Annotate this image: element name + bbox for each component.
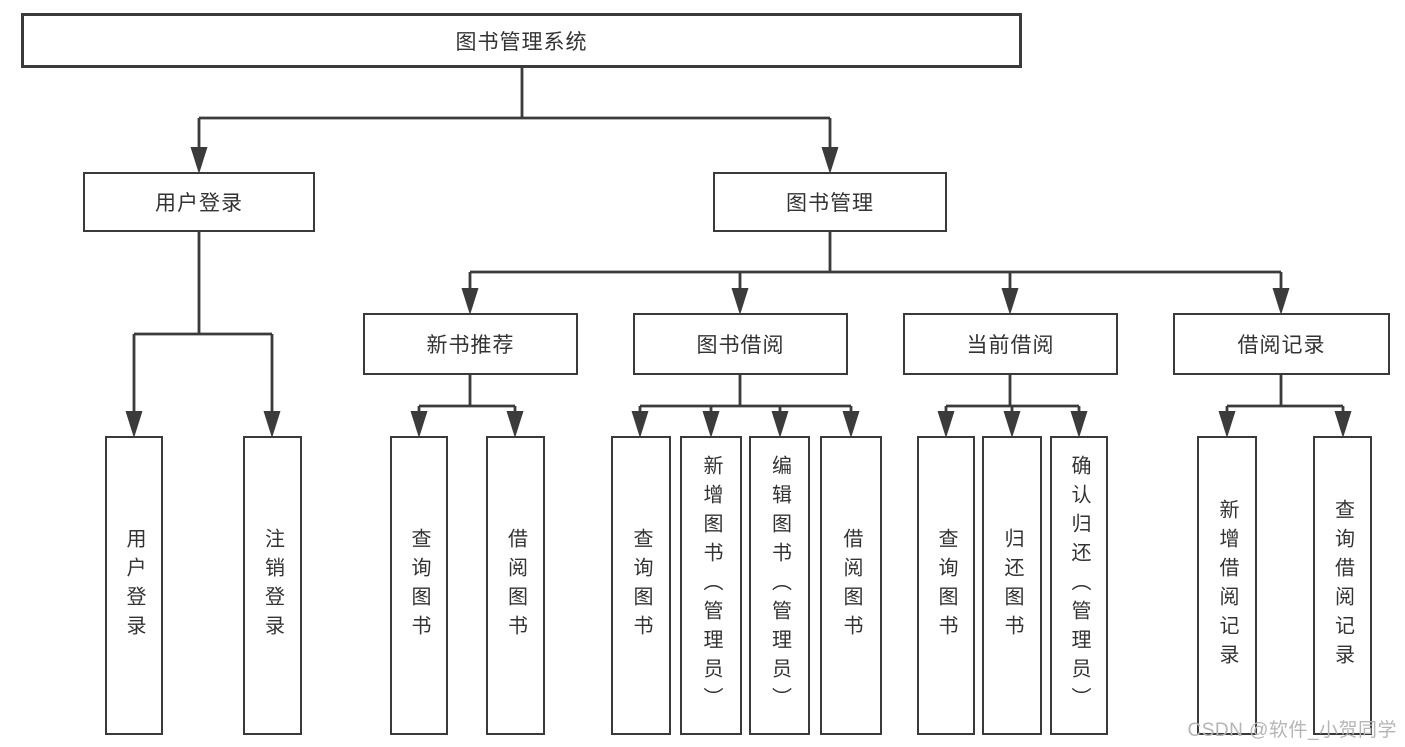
node-label: 新增借阅记录 (1216, 498, 1238, 673)
leaf-cb-confirm-return-admin: 确认归还（管理员） (1050, 436, 1108, 735)
node-label: 查询图书 (935, 527, 957, 644)
leaf-bb-query-books: 查询图书 (611, 436, 671, 735)
node-label: 当前借阅 (966, 334, 1055, 357)
leaf-bb-add-books-admin: 新增图书（管理员） (680, 436, 742, 735)
node-user-login: 用户登录 (83, 172, 315, 232)
leaf-br-add-record: 新增借阅记录 (1197, 436, 1257, 735)
node-label: 新书推荐 (426, 334, 515, 357)
leaf-logout: 注销登录 (243, 436, 302, 735)
node-label: 借阅图书 (840, 527, 862, 644)
node-book-borrowing: 图书借阅 (633, 313, 848, 375)
leaf-nb-query-books: 查询图书 (390, 436, 448, 735)
node-label: 图书管理系统 (455, 30, 588, 54)
leaf-user-login: 用户登录 (105, 436, 163, 735)
connector-current-borrow-split (944, 375, 1081, 414)
node-label: 用户登录 (123, 527, 145, 644)
node-label: 归还图书 (1001, 527, 1023, 644)
connector-book-mgmt-split (468, 232, 1283, 291)
node-label: 查询图书 (408, 527, 430, 644)
connector-book-borrow-split (638, 375, 853, 414)
connector-user-login-split (132, 232, 274, 414)
node-book-management: 图书管理 (713, 172, 947, 232)
node-label: 借阅图书 (504, 527, 527, 644)
node-label: 新增图书（管理员） (700, 455, 722, 716)
leaf-bb-edit-books-admin: 编辑图书（管理员） (749, 436, 810, 735)
leaf-nb-borrow-books: 借阅图书 (486, 436, 545, 735)
node-label: 借阅记录 (1237, 334, 1326, 357)
node-library-system: 图书管理系统 (21, 13, 1022, 68)
node-label: 注销登录 (261, 527, 284, 644)
node-new-book-recommend: 新书推荐 (363, 313, 578, 375)
node-current-borrowing: 当前借阅 (903, 313, 1118, 375)
node-label: 图书管理 (786, 192, 874, 215)
leaf-bb-borrow-books: 借阅图书 (820, 436, 882, 735)
leaf-br-query-record: 查询借阅记录 (1313, 436, 1372, 735)
csdn-watermark: CSDN @软件_小贺同学 (1187, 720, 1397, 741)
connector-root-split (197, 68, 832, 150)
node-label: 确认归还（管理员） (1068, 455, 1090, 716)
node-borrow-records: 借阅记录 (1173, 313, 1390, 375)
node-label: 编辑图书（管理员） (768, 455, 791, 716)
node-label: 查询图书 (630, 527, 652, 644)
node-label: 图书借阅 (696, 334, 785, 357)
leaf-cb-return-books: 归还图书 (982, 436, 1042, 735)
node-label: 查询借阅记录 (1331, 498, 1354, 673)
leaf-cb-query-books: 查询图书 (917, 436, 975, 735)
node-label: 用户登录 (155, 192, 243, 215)
arrowheads (125, 147, 1352, 438)
connector-borrow-records-split (1225, 375, 1345, 414)
connector-new-books-split (417, 375, 517, 414)
